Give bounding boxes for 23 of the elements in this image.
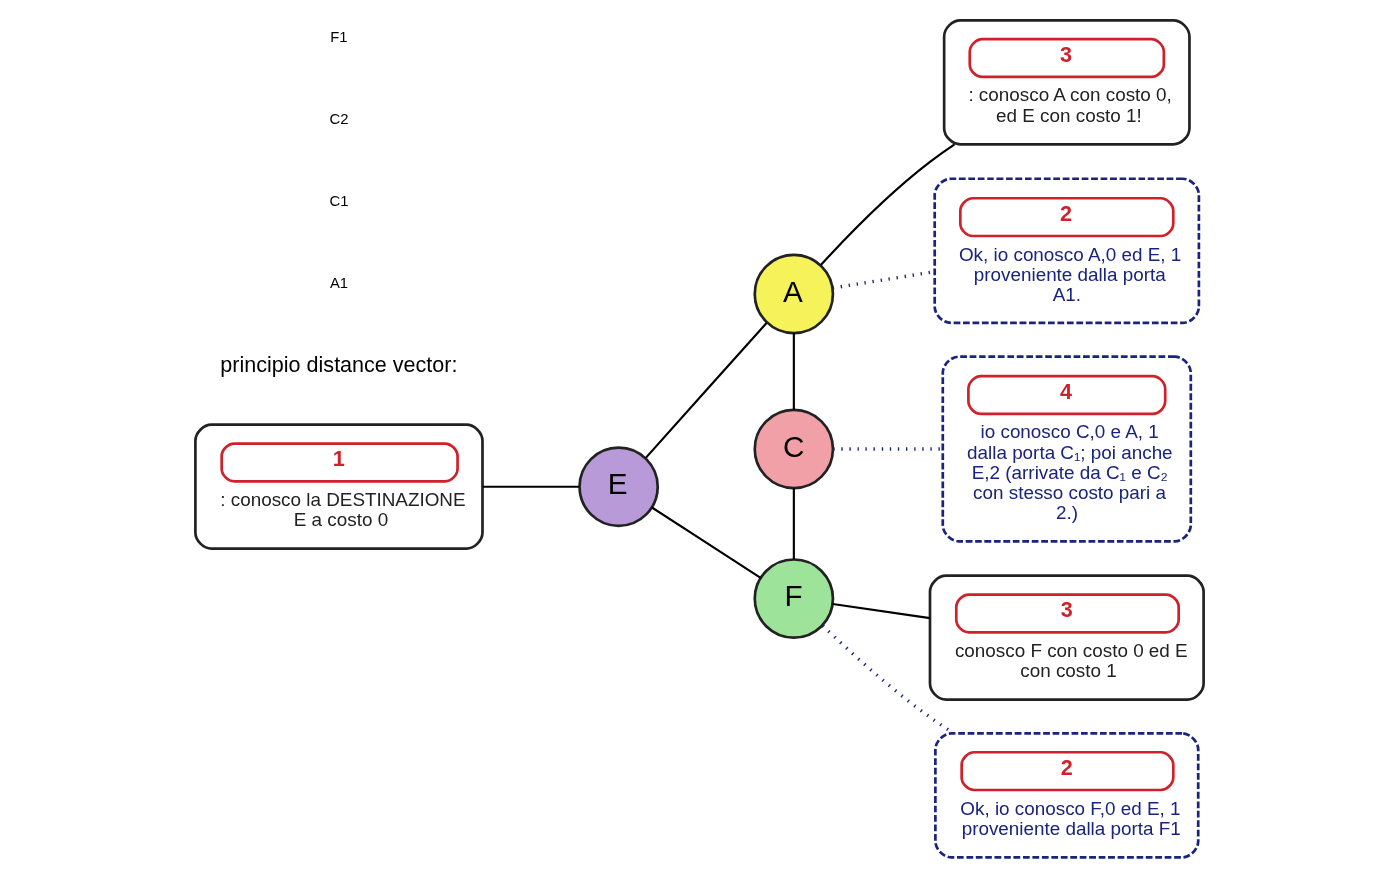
label: C1 [328, 193, 348, 210]
label: C2 [328, 110, 348, 127]
node-circle: C [752, 408, 834, 490]
node-box: 3 conosco F con costo 0 ed E con costo 1 [928, 574, 1205, 702]
label: principio distance vector: [219, 351, 458, 377]
connector [792, 488, 795, 560]
node-box: 3 : conosco A con costo 0, ed E con costo 1! [942, 19, 1191, 146]
node-circle: A [752, 253, 834, 335]
label: F1 [329, 28, 348, 45]
label: A1 [329, 275, 348, 292]
connector [819, 143, 955, 266]
node-circle: F [752, 558, 834, 640]
connector [832, 602, 930, 620]
node-box: 2 Ok, io conosco A,0 ed E, 1 proveniente dalla porta A1. [932, 177, 1200, 325]
connector [832, 447, 943, 451]
node-circle: E [577, 446, 659, 528]
connector [644, 322, 767, 459]
connector [650, 506, 761, 579]
node-box: 4 io conosco C,0 e A, 1 dalla porta C₁; poi anche E,2 (arrivate da C₁ e C₂ con stesso costo pari a 2.) [940, 355, 1192, 543]
node-box: 1 : conosco la DESTINAZIONE E a costo 0 [193, 423, 484, 551]
connector [792, 333, 795, 410]
connector [482, 485, 579, 488]
node-box: 2 Ok, io conosco F,0 ed E, 1 proveniente dalla porta F1 [933, 732, 1200, 859]
